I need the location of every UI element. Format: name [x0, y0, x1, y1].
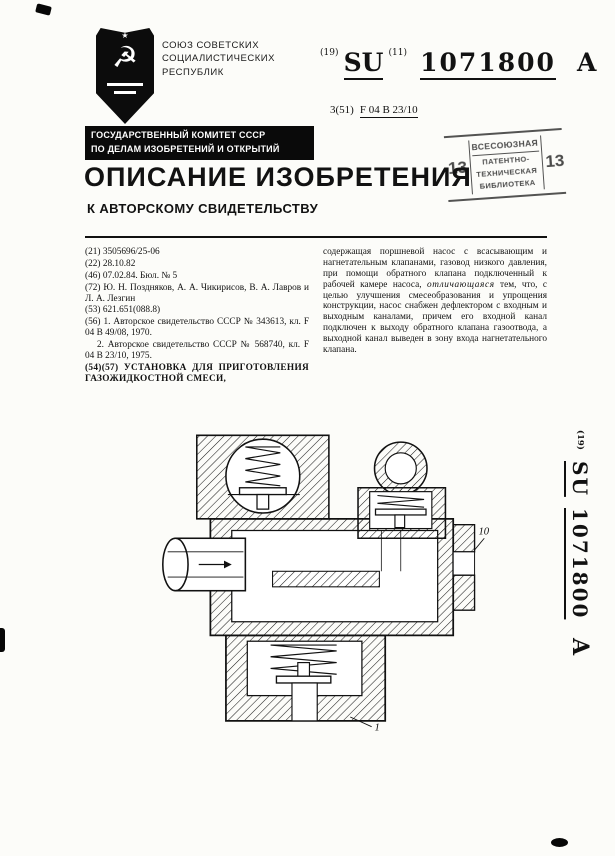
side-country-code: SU [568, 460, 592, 497]
code-19: (19) [320, 48, 339, 58]
union-name: СОЮЗ СОВЕТСКИХ СОЦИАЛИСТИЧЕСКИХ РЕСПУБЛИ… [162, 39, 287, 79]
ipc-code: F 04 B 23/10 [359, 104, 418, 118]
top-valve-assembly [196, 434, 330, 520]
biblio-entry: (72) Ю. Н. Поздняков, А. А. Чикирисов, В… [85, 282, 309, 304]
bottom-valve-assembly [225, 634, 387, 722]
side-doc-number-text: 1071800 [568, 507, 592, 620]
union-line: СОЦИАЛИСТИЧЕСКИХ [162, 53, 275, 65]
hammer-sickle-icon: ☭ [112, 40, 138, 74]
committee-banner: ГОСУДАРСТВЕННЫЙ КОМИТЕТ СССР ПО ДЕЛАМ ИЗ… [85, 126, 314, 160]
divider [85, 236, 547, 238]
gas-dome-check-valve [357, 441, 447, 540]
stamp-text: ВСЕСОЮЗНАЯ ПАТЕНТНО- ТЕХНИЧЕСКАЯ БИБЛИОТ… [468, 135, 545, 194]
valve-spring [245, 446, 281, 487]
biblio-entry: 2. Авторское свидетельство СССР № 568740… [85, 340, 309, 361]
emblem-ribbon [113, 91, 137, 94]
biblio-entry: (56) 1. Авторское свидетельство СССР № 3… [85, 317, 309, 339]
text-columns: (21) 3505696/25-06 (22) 28.10.82 (46) 07… [85, 247, 547, 386]
biblio-entry: (46) 07.02.84. Бюл. № 5 [85, 270, 178, 281]
side-doc-number: (19) SU 1071800 A [556, 430, 604, 655]
biblio-entry: (53) 621.651(088.8) [85, 305, 161, 316]
flow-arrow [223, 560, 232, 569]
figure-label: 10 [478, 525, 489, 537]
valve-spring [377, 494, 425, 508]
invention-title: (54)(57) УСТАНОВКА ДЛЯ ПРИГОТОВЛЕНИЯ ГАЗ… [85, 362, 309, 384]
scan-speck [551, 838, 568, 847]
biblio-entry: (22) 28.10.82 [85, 258, 136, 269]
abstract-emphasis: отличающаяся [427, 279, 495, 290]
emblem-ribbon [107, 83, 143, 86]
country-code: SU [343, 48, 384, 80]
doc-number-header: (19) SU (11) 1071800 A [320, 48, 597, 80]
page-subtitle: К АВТОРСКОМУ СВИДЕТЕЛЬСТВУ [87, 201, 319, 216]
abstract-part: тем, что, с целью улучшения смесеобразов… [323, 279, 547, 355]
pump-body [209, 517, 455, 637]
abstract-part: содержащая поршневой насос с всасывающим… [323, 247, 547, 290]
scan-speck [0, 628, 5, 652]
biblio-entry: (21) 3505696/25-06 [85, 247, 160, 257]
scan-speck [35, 3, 52, 16]
side-code-19: (19) [575, 430, 585, 450]
patent-drawing: 10 1 [162, 434, 490, 734]
page-title: ОПИСАНИЕ ИЗОБРЕТЕНИЯ [84, 162, 472, 192]
committee-line: ГОСУДАРСТВЕННЫЙ КОМИТЕТ СССР [91, 130, 266, 140]
outlet-flange [452, 523, 476, 611]
side-doc-kind: A [567, 638, 593, 656]
committee-line: ПО ДЕЛАМ ИЗОБРЕТЕНИЙ И ОТКРЫТИЙ [91, 143, 280, 154]
ipc-prefix: 3(51) [330, 104, 354, 116]
figure-labels: 10 1 [350, 525, 490, 734]
code-11: (11) [388, 48, 408, 58]
abstract-column: содержащая поршневой насос с всасывающим… [323, 247, 547, 386]
valve-spring [270, 644, 337, 675]
union-line: РЕСПУБЛИК [162, 66, 224, 78]
star-icon: ★ [121, 31, 129, 40]
abstract-text: содержащая поршневой насос с всасывающим… [323, 247, 547, 356]
ussr-emblem: ★ ☭ [96, 28, 154, 124]
figure-label: 1 [375, 722, 380, 734]
doc-number: 1071800 [420, 48, 556, 80]
inlet-pipe [162, 537, 247, 592]
stamp-number-right: 13 [544, 150, 565, 171]
patent-figure: 10 1 [156, 427, 494, 735]
biblio-column: (21) 3505696/25-06 (22) 28.10.82 (46) 07… [85, 247, 309, 386]
ipc-class: 3(51) F 04 B 23/10 [330, 104, 418, 118]
union-line: СОЮЗ СОВЕТСКИХ [162, 40, 260, 51]
doc-kind: A [576, 48, 597, 77]
